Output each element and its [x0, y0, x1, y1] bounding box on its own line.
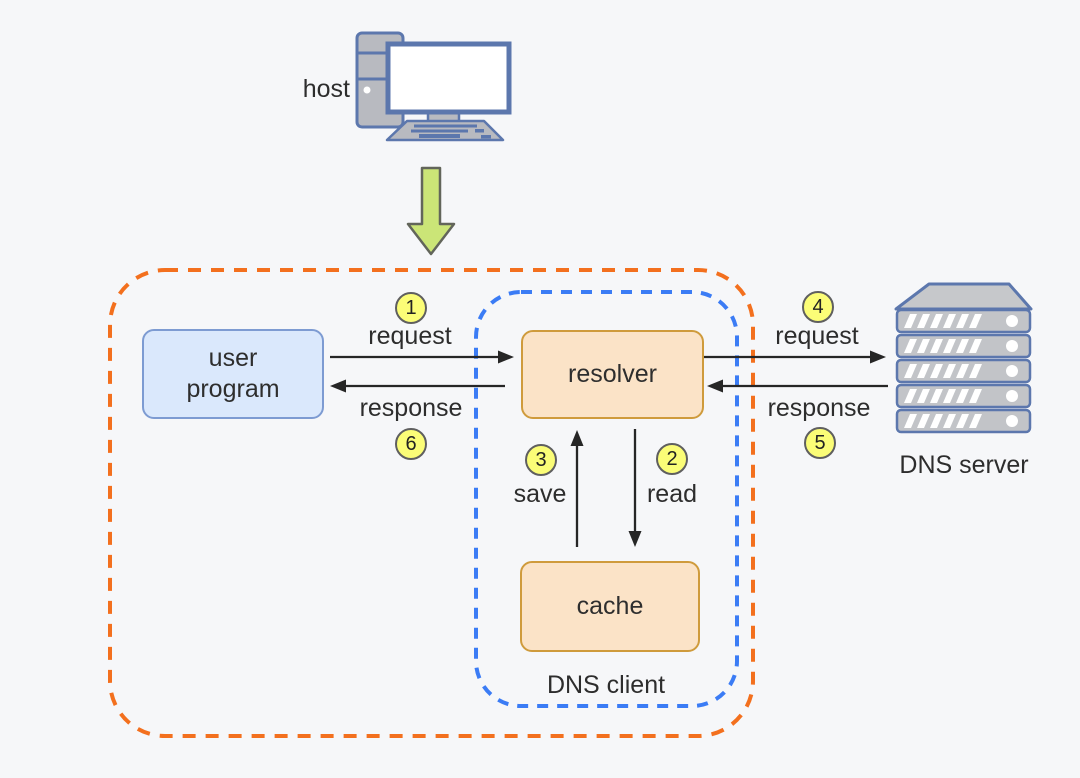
resolver-label: resolver	[568, 359, 657, 388]
step-badge-5: 5	[804, 427, 836, 459]
step-badge-2: 2	[656, 443, 688, 475]
server-top-cap	[894, 282, 1033, 311]
edge-label-save-3: save	[513, 480, 567, 508]
host-label: host	[302, 75, 350, 103]
step-badge-3: 3	[525, 444, 557, 476]
green-down-arrow-icon	[406, 166, 456, 256]
monitor-screen	[385, 41, 512, 115]
cache-node: cache	[520, 561, 700, 652]
dns-client-label: DNS client	[546, 671, 666, 699]
edge-label-request-1: request	[368, 322, 452, 350]
dns-client-boundary	[474, 290, 739, 708]
edge-label-read-2: read	[646, 480, 698, 508]
arrow-request-4	[702, 350, 886, 364]
step-badge-1: 1	[395, 292, 427, 324]
edge-label-request-4: request	[775, 322, 859, 350]
user-program-label: user program	[186, 343, 280, 403]
host-computer-icon	[355, 31, 512, 142]
power-button-dot	[363, 86, 371, 94]
dns-server-icon	[894, 282, 1033, 434]
user-program-node: user program	[142, 329, 324, 419]
edge-label-response-6: response	[359, 394, 463, 422]
dns-server-label: DNS server	[899, 451, 1029, 479]
resolver-node: resolver	[521, 330, 704, 419]
arrow-response-5	[707, 379, 888, 393]
arrow-save-3	[570, 430, 584, 547]
arrow-request-1	[330, 350, 514, 364]
arrow-response-6	[330, 379, 505, 393]
edge-label-response-5: response	[767, 394, 871, 422]
flow-arrows	[330, 350, 888, 547]
arrow-read-2	[628, 429, 642, 547]
cache-label: cache	[576, 591, 644, 620]
step-badge-6: 6	[395, 428, 427, 460]
step-badge-4: 4	[802, 291, 834, 323]
